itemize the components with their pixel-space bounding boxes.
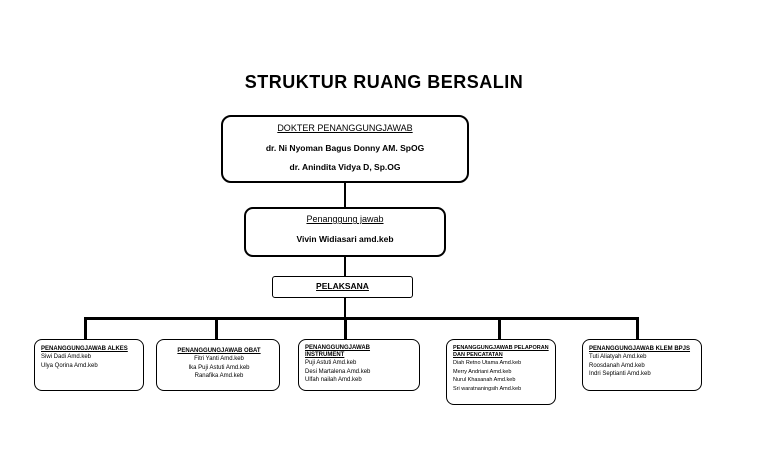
- connector-drop: [215, 317, 218, 339]
- unit-member: Tuti Aliatyah Amd.keb: [589, 354, 647, 360]
- doctor-member: dr. Anindita Vidya D, Sp.OG: [289, 162, 401, 172]
- connector-drop: [498, 317, 501, 339]
- unit-heading: PENANGGUNGJAWAB KLEM BPJS: [589, 346, 691, 352]
- unit-member: Nurul Khasanah Amd.keb: [453, 377, 516, 383]
- unit-heading: PENANGGUNGJAWAB PELAPORAN DAN PENCATATAN: [453, 345, 549, 358]
- connector-drop: [344, 317, 347, 339]
- unit-member: Fitri Yanti Amd.keb: [194, 356, 244, 362]
- unit-member: Roosdanah Amd.keb: [589, 362, 645, 369]
- doctor-heading: DOKTER PENANGGUNGJAWAB: [277, 123, 413, 133]
- unit-member: Indri Septianti Amd.keb: [589, 371, 651, 377]
- connector-bus: [84, 317, 638, 320]
- penanggung-jawab-heading: Penanggung jawab: [306, 214, 384, 224]
- penanggung-jawab-box: Penanggung jawab Vivin Widiasari amd.keb: [244, 207, 446, 257]
- pelaksana-label: PELAKSANA: [316, 281, 369, 291]
- unit-heading: PENANGGUNGJAWAB OBAT: [177, 348, 261, 354]
- page-title: STRUKTUR RUANG BERSALIN: [244, 72, 524, 92]
- unit-klem-bpjs-box: PENANGGUNGJAWAB KLEM BPJS Tuti Aliatyah …: [582, 339, 702, 391]
- unit-heading: PENANGGUNGJAWAB ALKES: [41, 346, 128, 352]
- unit-heading: PENANGGUNGJAWAB INSTRUMENT: [305, 345, 371, 358]
- doctor-box: DOKTER PENANGGUNGJAWAB dr. Ni Nyoman Bag…: [221, 115, 469, 183]
- unit-member: Puji Astuti Amd.keb: [305, 360, 357, 366]
- unit-member: Diah Retno Utama Amd.keb: [453, 360, 522, 366]
- unit-member: Merry Andriani Amd.keb: [453, 368, 512, 375]
- unit-pelaporan-box: PENANGGUNGJAWAB PELAPORAN DAN PENCATATAN…: [446, 339, 556, 405]
- connector-line: [344, 183, 346, 207]
- unit-obat-box: PENANGGUNGJAWAB OBAT Fitri Yanti Amd.keb…: [156, 339, 280, 391]
- unit-alkes-box: PENANGGUNGJAWAB ALKES Siwi Dadi Amd.keb …: [34, 339, 144, 391]
- penanggung-jawab-name: Vivin Widiasari amd.keb: [296, 234, 394, 244]
- unit-member: Ika Puji Astuti Amd.keb: [188, 364, 250, 371]
- unit-member: Desi Martalena Amd.keb: [305, 368, 371, 375]
- connector-drop: [84, 317, 87, 339]
- unit-member: Ulfah nailah Amd.keb: [305, 377, 362, 383]
- unit-instrument-box: PENANGGUNGJAWAB INSTRUMENT Puji Astuti A…: [298, 339, 420, 391]
- connector-line: [344, 298, 346, 318]
- connector-line: [344, 257, 346, 276]
- pelaksana-box: PELAKSANA: [272, 276, 413, 298]
- unit-member: Siwi Dadi Amd.keb: [41, 354, 92, 360]
- doctor-member: dr. Ni Nyoman Bagus Donny AM. SpOG: [265, 143, 425, 153]
- connector-drop: [636, 317, 639, 339]
- unit-member: Sri waratnaningsih Amd.keb: [453, 385, 522, 392]
- unit-member: Ulya Qorina Amd.keb: [41, 362, 98, 369]
- unit-member: Ranafika Amd.keb: [194, 373, 244, 379]
